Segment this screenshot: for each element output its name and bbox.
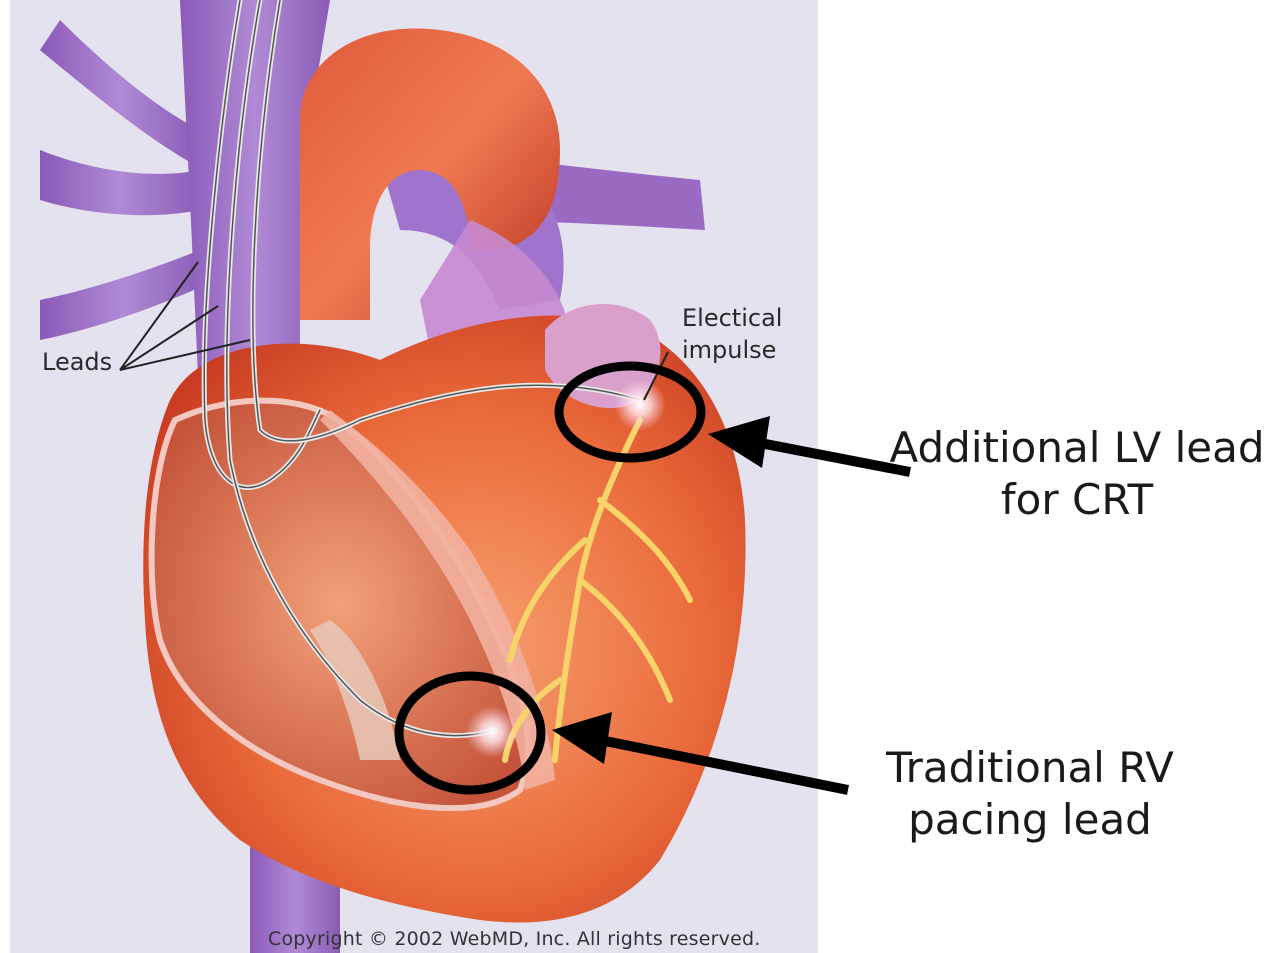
lv-lead-annotation: Additional LV lead for CRT (888, 422, 1266, 526)
leads-label: Leads (42, 348, 112, 376)
impulse-label-line-1: Electical (682, 302, 782, 334)
lv-impulse-flash (614, 379, 666, 431)
rv-lead-annotation: Traditional RV pacing lead (860, 742, 1200, 846)
electrical-impulse-label: Electical impulse (682, 302, 782, 366)
rv-impulse-flash (466, 706, 518, 758)
rv-annotation-line-2: pacing lead (860, 794, 1200, 846)
copyright-notice: Copyright © 2002 WebMD, Inc. All rights … (268, 928, 761, 950)
lv-annotation-line-2: for CRT (888, 474, 1266, 526)
lv-annotation-line-1: Additional LV lead (888, 422, 1266, 474)
impulse-label-line-2: impulse (682, 334, 782, 366)
rv-annotation-line-1: Traditional RV (860, 742, 1200, 794)
